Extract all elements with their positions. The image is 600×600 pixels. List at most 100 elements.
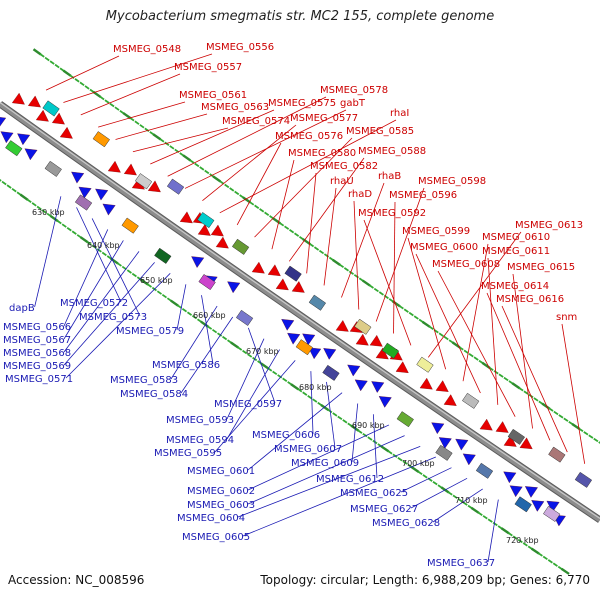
upper-tick [74,78,80,83]
upper-tick [533,397,539,402]
reverse-leader-line [91,218,141,317]
reverse-gene-label: MSMEG_0637 [427,558,495,569]
forward-gene-arrow [107,160,121,173]
forward-gene-arrow [275,278,289,291]
reverse-feature-box [295,339,314,356]
upper-tick [518,387,524,392]
forward-feature-box [548,446,566,463]
forward-gene-label: gabT [340,98,366,109]
lower-tick [432,480,438,486]
lower-tick [342,419,348,424]
upper-tick [134,120,140,125]
forward-leader-line [254,137,353,238]
upper-tick [229,187,235,192]
reverse-gene-label: MSMEG_0605 [182,532,250,543]
lower-tick [181,307,188,313]
forward-gene-label: MSMEG_0574 [222,116,290,127]
reverse-gene-arrow [71,171,85,184]
reverse-feature-box [154,247,172,264]
forward-gene-label: MSMEG_0611 [482,246,550,257]
reverse-feature-box [198,273,216,291]
forward-gene-label: MSMEG_0556 [206,42,274,53]
forward-feature-box [308,294,327,311]
reverse-gene-arrow [431,422,445,435]
forward-gene-label: MSMEG_0598 [418,176,486,187]
lower-tick [31,202,37,207]
reverse-leader-line [410,477,468,509]
upper-tick [458,346,464,351]
reverse-gene-label: MSMEG_0597 [214,399,282,410]
forward-gene-arrow [197,224,211,236]
reverse-gene-label: MSMEG_0606 [252,430,320,441]
forward-leader-line [363,219,412,346]
upper-tick [498,373,504,378]
reverse-leader-line [63,240,124,340]
reverse-leader-line [247,392,343,471]
lower-tick [131,272,137,278]
lower-tick [101,251,107,257]
lower-tick [170,299,179,307]
lower-tick [337,415,343,421]
upper-tick [563,417,569,422]
forward-gene-label: rhaB [378,171,401,182]
upper-tick [313,246,320,251]
lower-tick [41,209,47,214]
lower-tick [297,388,303,393]
upper-tick [272,217,281,225]
reverse-feature-box [44,160,62,177]
forward-leader-line [306,172,317,274]
reverse-feature-box [543,505,561,522]
lower-tick [307,394,313,400]
lower-tick [156,290,162,295]
forward-gene-label: MSMEG_0548 [113,44,181,55]
upper-tick [204,169,210,175]
forward-leader-line [393,201,396,334]
forward-gene-arrow [251,261,265,274]
reverse-leader-line [400,467,452,493]
forward-gene-label: MSMEG_0596 [389,190,457,201]
upper-tick [421,320,431,328]
reverse-gene-label: MSMEG_0609 [291,458,359,469]
reverse-gene-label: MSMEG_0567 [3,335,71,346]
lower-tick [206,325,213,330]
reverse-gene-label: MSMEG_0604 [177,513,245,524]
forward-gene-arrow [503,435,517,447]
forward-gene-label: rhaU [330,176,354,187]
reverse-gene-label: MSMEG_0602 [187,486,255,497]
reverse-gene-arrow [191,256,205,268]
forward-gene-arrow [519,437,533,450]
reverse-gene-arrow [95,188,109,201]
reverse-gene-arrow [347,364,361,377]
lower-tick [282,377,288,382]
reverse-leader-line [63,262,155,366]
reverse-gene-arrow [17,133,31,146]
upper-tick [199,166,205,171]
reverse-leader-line [242,456,436,537]
forward-gene-label: MSMEG_0614 [481,281,549,292]
forward-gene-label: MSMEG_0608 [432,259,500,270]
reverse-feature-box [74,194,93,211]
forward-gene-label: MSMEG_0578 [320,85,388,96]
lower-tick [302,391,308,396]
upper-tick [583,431,589,436]
upper-tick [169,145,175,150]
reverse-gene-label: MSMEG_0625 [340,488,408,499]
forward-leader-line [561,323,586,464]
forward-gene-arrow [267,264,281,277]
forward-gene-label: MSMEG_0588 [358,146,426,157]
upper-tick [284,225,290,230]
forward-feature-box [42,100,60,117]
upper-tick [234,190,240,196]
lower-tick [176,304,183,309]
reverse-gene-arrow [509,485,523,498]
upper-tick [571,422,581,431]
lower-tick [522,542,528,547]
forward-gene-arrow [27,95,41,108]
upper-tick [79,81,85,87]
forward-feature-box [507,428,526,445]
upper-tick [558,414,564,419]
upper-tick [511,382,521,390]
lower-tick [211,328,218,334]
reverse-leader-line [351,403,359,463]
reverse-leader-line [247,327,276,404]
